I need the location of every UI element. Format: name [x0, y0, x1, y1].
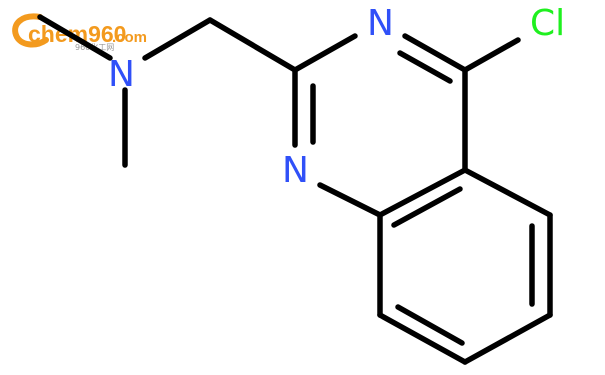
bond-n-methyl-upper — [37, 14, 113, 61]
atom-n-amine: N — [108, 54, 135, 95]
bond-c7-c8 — [377, 312, 468, 365]
atom-label-layer: N N N Cl — [108, 3, 565, 191]
watermark-c-swoosh — [12, 13, 49, 48]
bond-n-ch2 — [142, 17, 213, 61]
bond-n3-c4-double — [397, 50, 453, 84]
bond-layer — [37, 14, 553, 365]
atom-n1: N — [282, 150, 309, 191]
bond-n1-c8a — [317, 182, 383, 218]
watermark-logo: chem960 .com 960化工网 — [12, 13, 147, 52]
bond-c4-cl — [462, 37, 521, 73]
bond-c6-c7 — [462, 312, 553, 365]
bond-c7-c8-double — [395, 304, 465, 346]
bond-n3-c4 — [402, 33, 468, 73]
bond-c2-n3 — [292, 33, 358, 73]
bond-ch2-c2 — [207, 17, 298, 73]
bond-c4a-c5 — [462, 167, 553, 218]
watermark-brand-text: chem960 — [28, 21, 126, 47]
bond-c8a-c4a-double — [391, 186, 463, 228]
watermark-domain-text: .com — [112, 29, 147, 46]
atom-cl: Cl — [530, 3, 565, 44]
atom-n3: N — [367, 3, 394, 44]
bond-c8a-c4a — [377, 167, 468, 218]
